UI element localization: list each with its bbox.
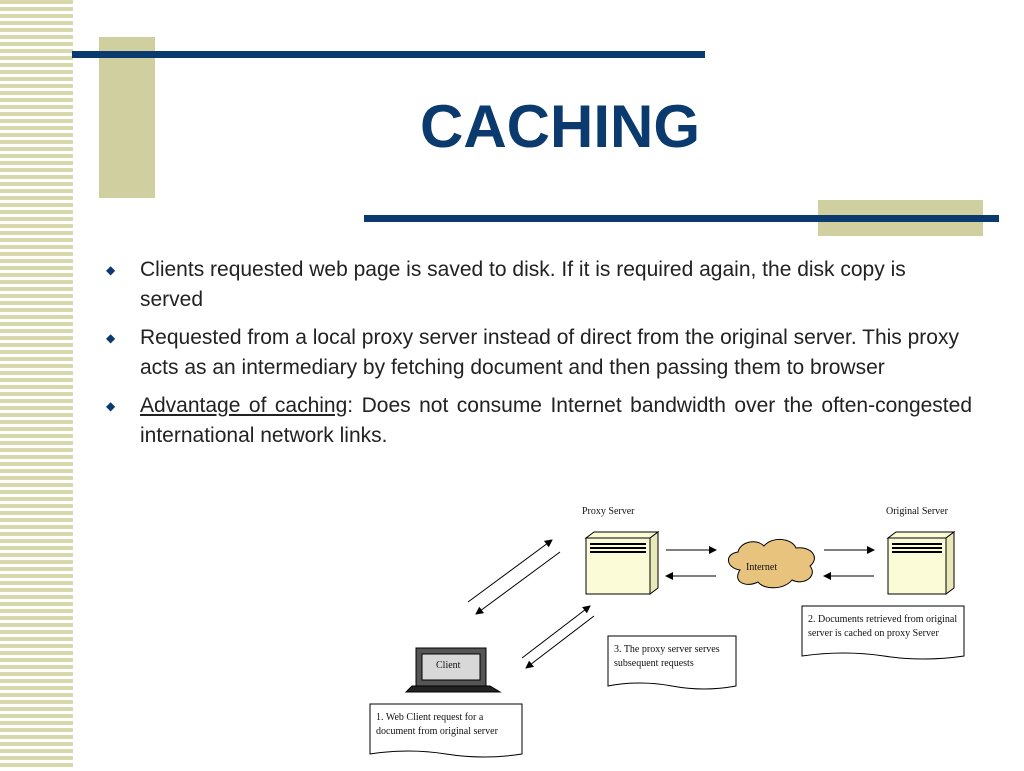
note-1-box: 1. Web Client request for a document fro…: [369, 703, 523, 758]
original-server-icon: [886, 531, 956, 595]
note-3-line-1: 3. The proxy server serves: [614, 644, 720, 655]
top-title-rule: [72, 51, 705, 58]
diamond-bullet-icon: ◆: [106, 399, 116, 413]
arrow-client-to-proxy-lower: [521, 605, 591, 659]
note-1-line-1: 1. Web Client request for a: [376, 712, 484, 723]
client-laptop-icon: Client: [404, 647, 502, 693]
bullet-list: ◆ Clients requested web page is saved to…: [100, 255, 972, 459]
arrow-client-to-proxy: [467, 539, 553, 603]
bullet-item: ◆ Requested from a local proxy server in…: [100, 323, 972, 383]
diamond-bullet-icon: ◆: [106, 331, 116, 345]
note-2-line-1: 2. Documents retrieved from original: [808, 614, 957, 625]
note-1-line-2: document from original server: [376, 726, 499, 737]
proxy-server-label: Proxy Server: [582, 506, 635, 517]
client-label: Client: [436, 660, 461, 671]
note-3-box: 3. The proxy server serves subsequent re…: [607, 635, 737, 690]
bullet-item: ◆ Advantage of caching: Does not consume…: [100, 391, 972, 451]
left-stripe-decoration: [0, 0, 73, 768]
bullet-text: : Does not consume Internet bandwidth ov…: [140, 394, 973, 447]
note-2-line-2: server is cached on proxy Server: [808, 628, 939, 639]
top-left-deco-block: [99, 37, 155, 198]
internet-label: Internet: [746, 562, 777, 573]
internet-cloud-icon: Internet: [728, 539, 815, 589]
note-2-box: 2. Documents retrieved from original ser…: [801, 605, 965, 660]
advantage-link[interactable]: Advantage of caching: [140, 394, 348, 417]
bullet-text: Clients requested web page is saved to d…: [140, 258, 906, 311]
bottom-title-rule: [364, 215, 999, 222]
bullet-text: Requested from a local proxy server inst…: [140, 326, 959, 379]
original-server-label: Original Server: [886, 506, 949, 517]
note-3-line-2: subsequent requests: [614, 658, 694, 669]
diamond-bullet-icon: ◆: [106, 263, 116, 277]
arrow-proxy-to-client-lower: [525, 615, 595, 669]
proxy-server-icon: [584, 531, 660, 595]
bullet-item: ◆ Clients requested web page is saved to…: [100, 255, 972, 315]
diagram-svg: Proxy Server Original Server Internet: [369, 506, 965, 758]
slide-title: CACHING: [420, 93, 700, 160]
caching-diagram: Proxy Server Original Server Internet: [360, 498, 1000, 766]
arrow-proxy-to-client: [475, 551, 561, 615]
